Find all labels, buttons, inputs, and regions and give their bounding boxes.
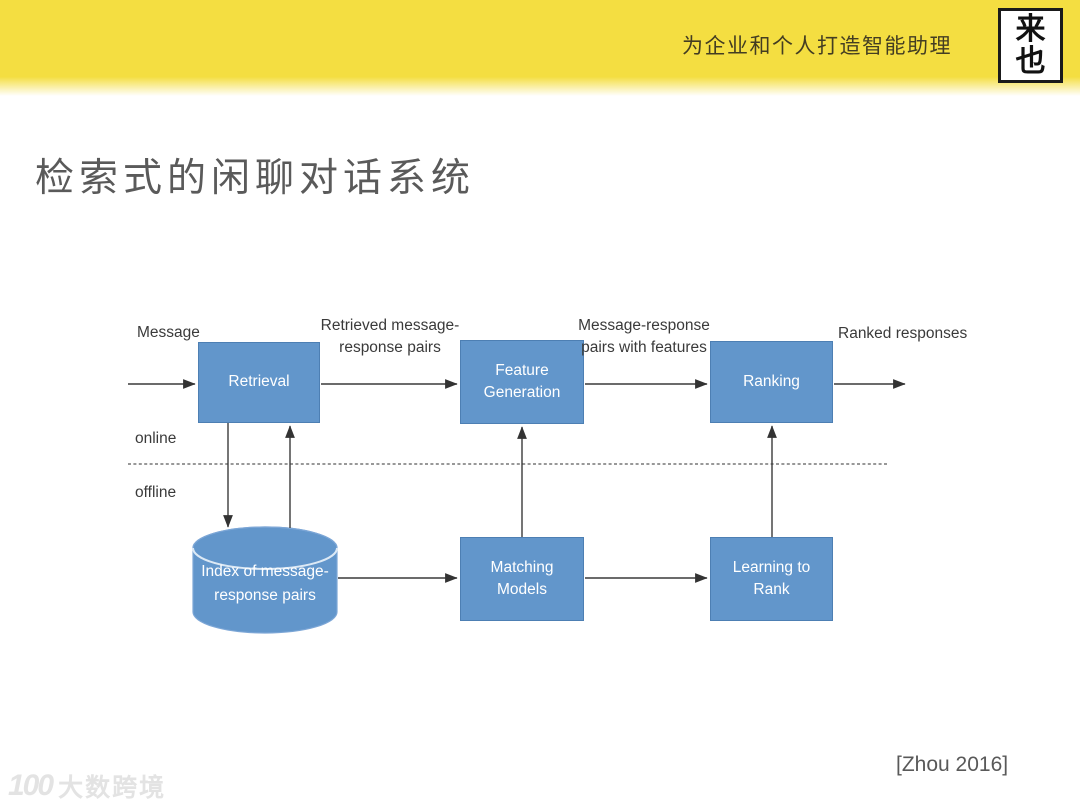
node-retrieval-label: Retrieval [228,373,290,391]
node-feature-generation: Feature Generation [460,340,584,424]
brand-logo-text: 来也 [1015,12,1046,78]
node-index-store-label: Index of message- response pairs [196,560,334,608]
watermark-logo-icon: 100 [8,769,54,802]
node-feature-generation-label: Feature Generation [483,361,561,401]
label-ranked-responses: Ranked responses [838,325,968,342]
node-matching-models-label: Matching Models [490,558,554,598]
node-matching-models: Matching Models [460,537,584,621]
node-learning-to-rank-label: Learning to Rank [732,558,811,598]
label-retrieved-line1: Retrieved message- [320,317,460,334]
label-retrieved-line2: response pairs [339,339,441,357]
index-store-cylinder [192,526,338,634]
node-retrieval: Retrieval [198,342,320,423]
header-slogan: 为企业和个人打造智能助理 [682,35,952,58]
watermark-text: 大数跨境 [58,774,167,802]
index-store-line1: Index of message- [201,563,329,580]
node-learning-to-rank: Learning to Rank [710,537,833,621]
label-features-line2: pairs with features [581,339,707,357]
node-ranking: Ranking [710,341,833,423]
brand-logo: 来也 [998,8,1063,83]
label-pairs-with-features: Message-response pairs with features [560,315,728,360]
label-message: Message [137,324,200,341]
label-offline-zone: offline [135,484,177,501]
label-features-line1: Message-response [578,317,710,334]
node-ranking-label: Ranking [743,372,800,390]
page-title: 检索式的闲聊对话系统 [35,157,476,200]
header-bar [0,0,1080,96]
watermark: 100 大数跨境 [8,768,166,804]
label-retrieved-pairs: Retrieved message- response pairs [306,315,474,360]
label-online-zone: online [135,430,177,447]
index-store-line2: response pairs [214,587,316,605]
citation: [Zhou 2016] [896,753,1009,776]
